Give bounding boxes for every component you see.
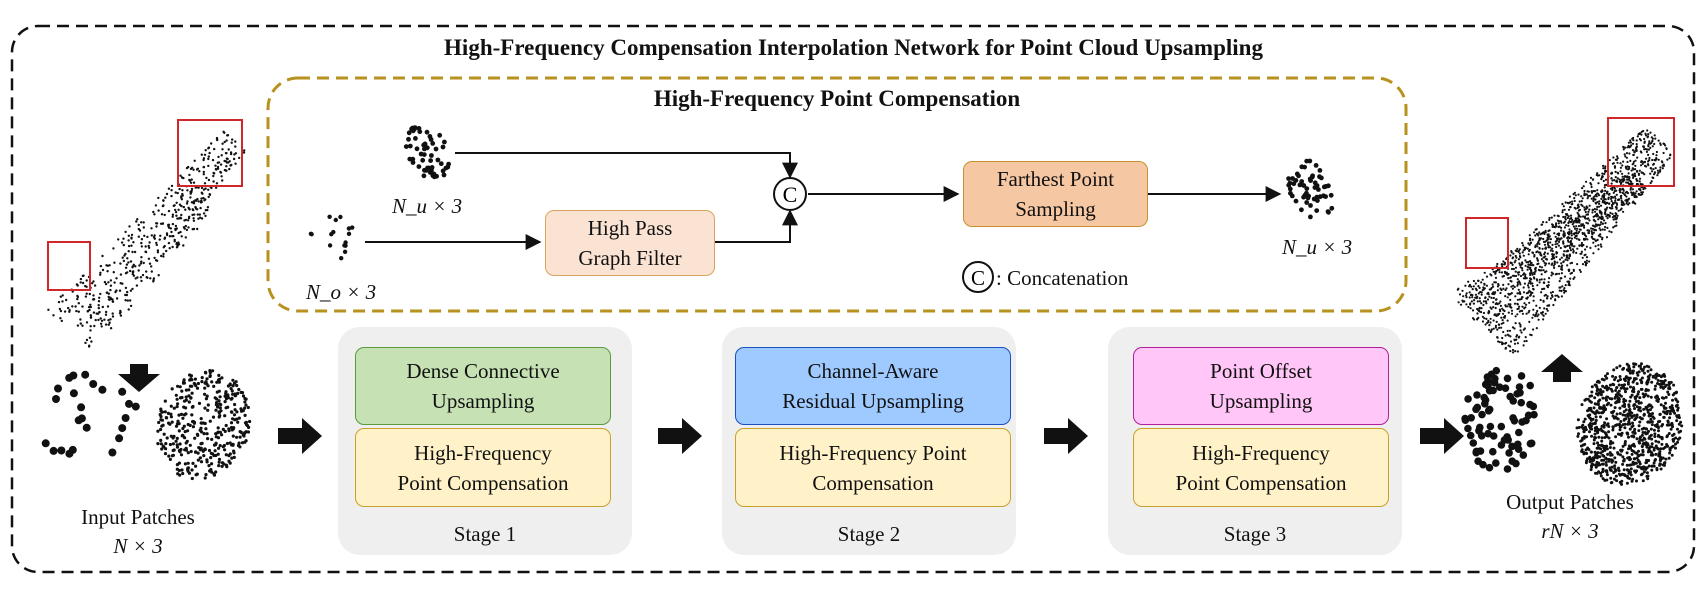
input-patch-sparse <box>41 370 140 458</box>
high-pass-line-2: Graph Filter <box>578 246 682 270</box>
hfpc-no-label: N_o × 3 <box>306 280 377 304</box>
stage-1-top-line-1: Dense Connective <box>406 359 560 383</box>
stage-1-bottom-line-1: High-Frequency <box>414 440 552 465</box>
high-pass-line-1: High Pass <box>587 216 673 240</box>
output-zoom-frame-top <box>1607 117 1675 187</box>
hfpc-frame <box>266 76 1408 313</box>
connector-nu-to-concat <box>455 152 798 179</box>
input-cloud <box>47 130 246 348</box>
legend-concat-symbol: C <box>971 266 985 290</box>
main-title: High-Frequency Compensation Interpolatio… <box>444 35 1263 60</box>
fps-line-2: Sampling <box>1015 197 1096 221</box>
stage-1-bottom-line-2: Point Compensation <box>397 470 569 495</box>
fps-line-1: Farthest Point <box>996 167 1115 191</box>
stage-3-bottom-line-1: High-Frequency <box>1192 440 1330 465</box>
block-arrow-up-right <box>1541 354 1583 382</box>
stage-1-label: Stage 1 <box>453 522 517 546</box>
output-patch-dense <box>1575 362 1684 486</box>
hfpc-output-patch <box>1286 158 1335 220</box>
block-arrow-right-2 <box>658 418 702 454</box>
stage-3-top-line-2: Upsampling <box>1209 389 1313 413</box>
stage-3-bottom-line-2: Point Compensation <box>1175 470 1347 495</box>
input-patches-label: Input Patches <box>81 505 195 529</box>
stage-3-label: Stage 3 <box>1223 522 1287 546</box>
output-zoom-frame-left <box>1465 217 1509 269</box>
input-patches-math: N × 3 <box>113 534 163 558</box>
input-patch-dense <box>156 369 252 481</box>
output-cloud <box>1456 129 1672 354</box>
block-arrow-right-1 <box>278 418 322 454</box>
stage-2-top-line-2: Residual Upsampling <box>782 389 964 413</box>
stage-2-bottom-line-1: High-Frequency Point <box>779 440 967 465</box>
hfpc-no-patch <box>308 214 355 261</box>
output-patches-label: Output Patches <box>1506 490 1634 514</box>
block-arrows <box>118 354 1583 454</box>
output-patch-medium <box>1461 366 1538 473</box>
input-zoom-frame-top <box>177 119 243 187</box>
block-arrow-right-4 <box>1420 418 1464 454</box>
output-patches-math: rN × 3 <box>1541 519 1599 543</box>
stage-2-top-line-1: Channel-Aware <box>807 359 939 383</box>
input-zoom-frame-left <box>47 241 91 291</box>
hfpc-title: High-Frequency Point Compensation <box>653 86 1021 111</box>
hfpc-nu-patch <box>403 125 451 180</box>
stage-2-bottom-line-2: Compensation <box>812 470 934 495</box>
hfpc-legend-text: : Concatenation <box>996 266 1129 290</box>
hfpc-nu-label: N_u × 3 <box>392 194 463 218</box>
legend-concat-circle <box>962 261 994 293</box>
block-arrow-down-left <box>118 364 160 392</box>
stage-3-top-line-1: Point Offset <box>1210 359 1312 383</box>
concat-symbol: C <box>783 182 798 207</box>
connector-highpass-to-concat <box>715 209 798 243</box>
concat-circle <box>773 177 807 211</box>
stage-2-label: Stage 2 <box>837 522 901 546</box>
stage-1-top-line-2: Upsampling <box>431 389 535 413</box>
hfpc-output-label: N_u × 3 <box>1282 235 1353 259</box>
block-arrow-right-3 <box>1044 418 1088 454</box>
